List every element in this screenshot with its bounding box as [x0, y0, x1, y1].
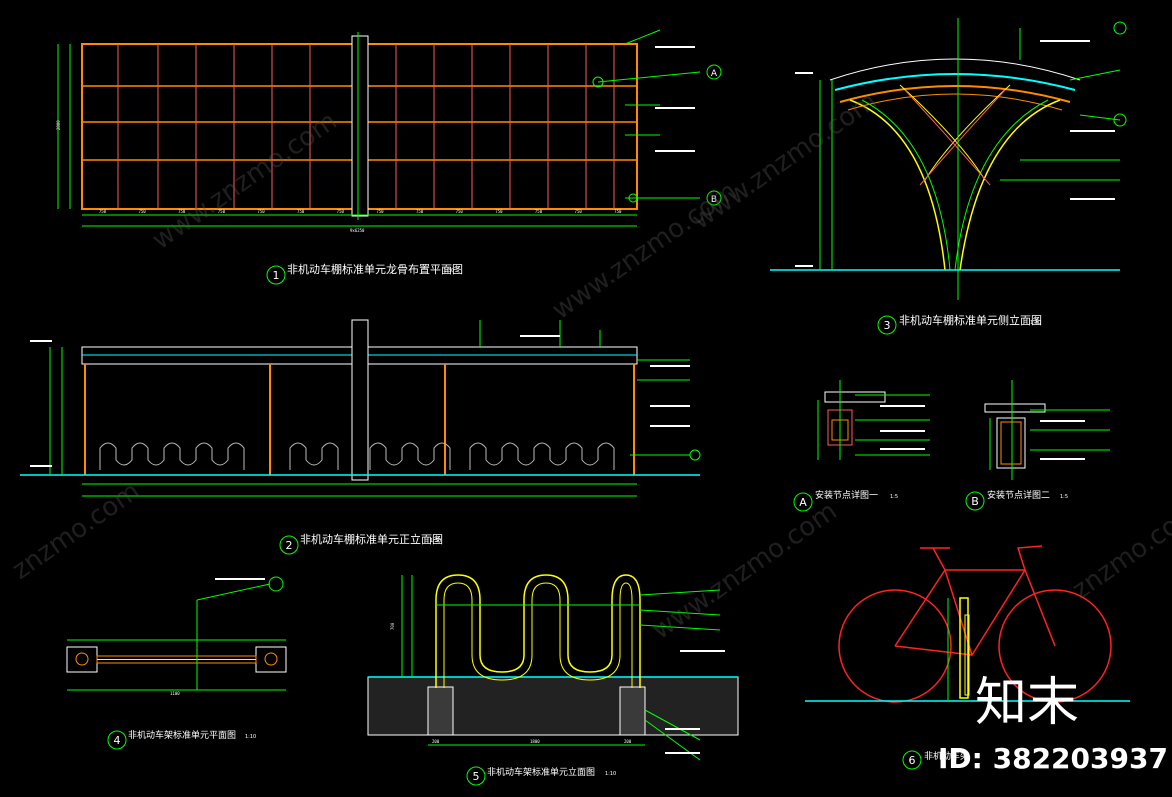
detail-a-scale: 1:5 [890, 494, 898, 500]
svg-text:A: A [711, 69, 718, 79]
detail-b-view: B 安装节点详图二 1:5 [965, 380, 1110, 511]
detail-b-number: B [971, 495, 979, 508]
drawing-3-scale: 1:30 [1030, 320, 1041, 326]
drawing-1-scale: 1:30 [443, 268, 454, 274]
rack-elevation-view: 200 1800 200 700 5 非机动车架标准单元立面图 1:10 [367, 574, 739, 786]
brand-id: ID: 382203937 [938, 742, 1168, 775]
svg-text:B: B [711, 195, 717, 205]
plan-overall-dim: 2800 [56, 120, 61, 130]
front-elevation-view: 2 非机动车棚标准单元正立面图 1:30 [20, 319, 701, 555]
drawing-3-title: 非机动车棚标准单元侧立面图 [899, 313, 1042, 327]
plan-bay-dim: 750 [99, 209, 107, 214]
rack-width-dim: 200 [624, 739, 632, 744]
watermark-4: znzmo.com [7, 476, 146, 586]
rack-width-dim: 1800 [530, 739, 540, 744]
rack-width-dim: 200 [432, 739, 440, 744]
detail-b-scale: 1:5 [1060, 494, 1068, 500]
brand-logo: 知末 ID: 382203937 [938, 673, 1168, 775]
rack-height-dim: 700 [390, 622, 395, 630]
plan-bay-dim: 750 [535, 209, 543, 214]
rack-width-dimensions: 200 1800 200 [432, 739, 632, 744]
detail-a-view: A 安装节点详图一 1:5 [793, 380, 930, 512]
drawing-5-scale: 1:10 [605, 771, 616, 777]
watermark-6: znzmo.com [1067, 496, 1172, 606]
detail-b-title: 安装节点详图二 [987, 489, 1050, 501]
plan-total-dim: 9x6250 [350, 228, 365, 233]
watermark-5: www.znzmo.com [647, 496, 843, 646]
plan-bay-dim: 750 [257, 209, 265, 214]
plan-bay-dim: 750 [614, 209, 622, 214]
bicycle-icon [838, 545, 1112, 703]
plan-bay-dim: 750 [178, 209, 186, 214]
rack-plan-view: 1100 4 非机动车架标准单元平面图 1:10 [66, 576, 287, 750]
drawing-3-number: 3 [884, 319, 891, 332]
plan-bay-dim: 750 [376, 209, 384, 214]
drawing-4-scale: 1:10 [245, 734, 256, 740]
drawing-2-number: 2 [286, 539, 293, 552]
plan-bay-dim: 750 [495, 209, 503, 214]
plan-bay-dim: 750 [138, 209, 146, 214]
plan-bay-dim: 750 [297, 209, 305, 214]
drawing-6-number: 6 [909, 754, 916, 767]
plan-bay-dim: 750 [416, 209, 424, 214]
drawing-5-title: 非机动车架标准单元立面图 [487, 766, 595, 778]
watermark-1: www.znzmo.com [147, 106, 343, 256]
watermarks: www.znzmo.com www.znzmo.com www.znzmo.co… [7, 86, 1172, 646]
plan-bay-dim: 750 [218, 209, 226, 214]
detail-a-title: 安装节点详图一 [815, 489, 878, 501]
drawing-6-title: 非机动车架 [924, 750, 969, 762]
plan-bay-dim: 750 [575, 209, 583, 214]
brand-name: 知末 [975, 673, 1079, 733]
drawing-2-scale: 1:30 [430, 538, 441, 544]
plan-bay-dim: 750 [337, 209, 345, 214]
drawing-2-title: 非机动车棚标准单元正立面图 [300, 532, 443, 546]
bicycle-view: 6 非机动车架 [805, 545, 1130, 770]
plan-bay-dim: 750 [456, 209, 464, 214]
side-elevation-view: 3 非机动车棚标准单元侧立面图 1:30 [770, 18, 1127, 335]
drawing-4-number: 4 [114, 734, 121, 747]
drawing-4-title: 非机动车架标准单元平面图 [128, 729, 236, 741]
plan-bay-dimensions: 750 750 750 750 750 750 750 750 750 750 750 750 750 7… [99, 209, 622, 214]
detail-a-number: A [799, 496, 807, 509]
watermark-3: www.znzmo.com [687, 86, 883, 236]
drawing-5-number: 5 [473, 770, 480, 783]
drawing-1-number: 1 [273, 269, 280, 282]
rack-plan-total-dim: 1100 [170, 691, 180, 696]
drawing-1-title: 非机动车棚标准单元龙骨布置平面图 [287, 262, 463, 276]
